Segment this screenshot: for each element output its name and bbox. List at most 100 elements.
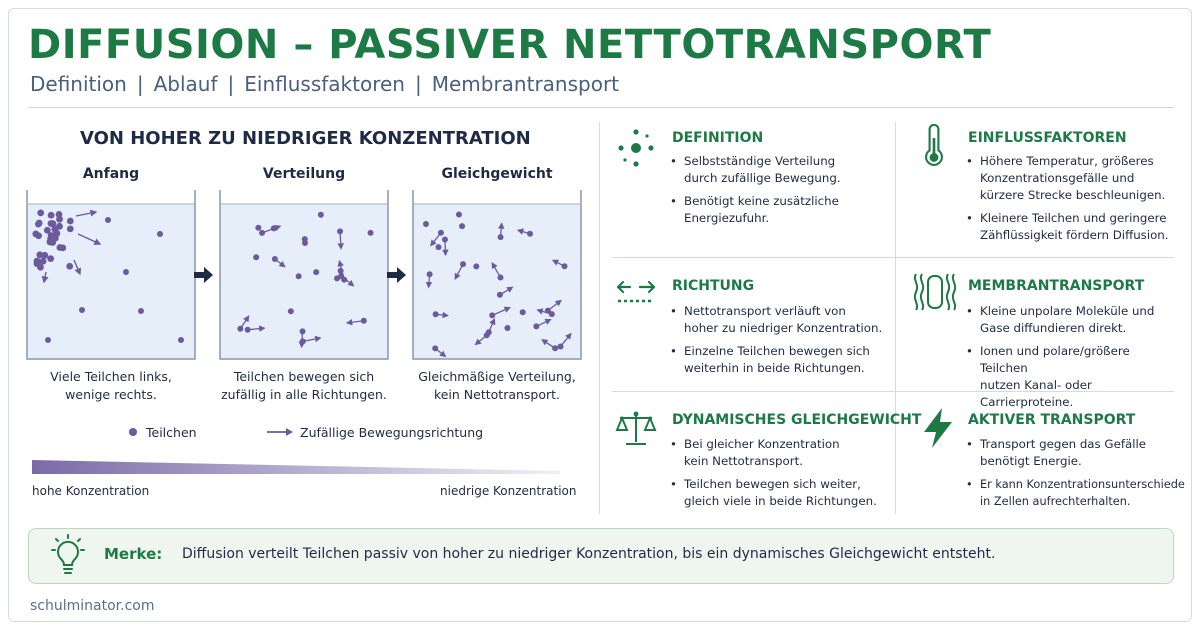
particle [66, 225, 74, 233]
motion-arrow [536, 318, 552, 328]
particle [455, 211, 462, 218]
particle [496, 291, 503, 298]
motion-arrow [302, 335, 322, 343]
card-title-einflussfaktoren: EINFLUSSFAKTOREN [968, 130, 1127, 146]
subtitle-item-einflussfaktoren: Einflussfaktoren [244, 72, 405, 96]
particle [79, 307, 85, 313]
motion-arrow [337, 231, 344, 250]
page-frame [8, 8, 1192, 622]
list-item: Kleinere Teilchen und geringereZähflüssi… [966, 210, 1176, 244]
particle [138, 308, 144, 314]
motion-arrow [536, 308, 553, 315]
particle [299, 328, 306, 335]
motion-arrow [430, 232, 442, 247]
motion-arrow [442, 239, 449, 257]
card-title-gleichgewicht: DYNAMISCHES GLEICHGEWICHT [672, 412, 922, 428]
particle [473, 263, 480, 270]
card-bullets-einflussfaktoren: Höhere Temperatur, größeresKonzentration… [966, 153, 1176, 250]
particle [66, 262, 74, 270]
particle [367, 229, 374, 236]
stage-arrow-icon [194, 267, 213, 283]
motion-arrow [345, 319, 364, 326]
motion-arrow [551, 259, 565, 267]
particle [255, 224, 262, 231]
balance-scale-icon [615, 411, 657, 445]
particle [435, 244, 442, 251]
thermometer-icon [925, 124, 943, 166]
bidirectional-arrow-icon [616, 280, 656, 303]
stage-caption-anfang: Viele Teilchen links,wenige rechts. [50, 369, 172, 402]
particle [459, 223, 466, 230]
motion-arrow [75, 209, 98, 217]
grid-divider [895, 122, 896, 514]
stage-arrow-icon [387, 267, 406, 283]
particle [422, 221, 429, 228]
particle [53, 229, 61, 237]
motion-arrow [516, 228, 531, 235]
subtitle-separator: | [136, 72, 144, 96]
motion-arrow [425, 274, 433, 289]
particle [47, 211, 55, 219]
beaker-verteilung [219, 190, 389, 360]
particle [39, 257, 47, 265]
card-title-membrantransport: MEMBRANTRANSPORT [968, 278, 1145, 294]
gradient-label-high: hohe Konzentration [32, 484, 150, 498]
particle [56, 244, 64, 251]
particle [157, 231, 163, 237]
motion-arrow [434, 347, 447, 358]
legend-particle-icon [129, 428, 137, 436]
motion-arrow [560, 332, 572, 347]
particle [244, 326, 251, 333]
particle [41, 251, 49, 259]
motion-arrow [499, 286, 514, 296]
beaker-gleichgewicht [412, 190, 582, 360]
particle [36, 251, 44, 259]
particle [432, 311, 439, 318]
motion-arrow [497, 222, 505, 238]
subtitle-nav: Definition|Ablauf|Einflussfaktoren|Membr… [30, 72, 619, 96]
subtitle-item-ablauf: Ablauf [153, 72, 218, 96]
particle [123, 269, 129, 275]
motion-arrow [274, 258, 286, 268]
motion-arrow [491, 261, 502, 278]
subtitle-separator: | [227, 72, 235, 96]
particle [32, 230, 40, 238]
grid-divider [612, 391, 1174, 392]
stage-label-anfang: Anfang [82, 166, 140, 182]
motion-arrow [474, 334, 488, 346]
beaker-anfang [26, 190, 196, 360]
page-title: DIFFUSION – PASSIVER NETTOTRANSPORT [28, 22, 992, 68]
stage-label-gleichgewicht: Gleichgewicht [441, 166, 553, 182]
list-item: Einzelne Teilchen bewegen sichweiterhin … [670, 343, 885, 377]
motion-arrow [41, 271, 49, 284]
particle [504, 324, 511, 331]
grid-divider [612, 257, 1174, 258]
motion-arrow [77, 233, 102, 245]
motion-arrow [73, 259, 82, 276]
subtitle-item-membrantransport: Membrantransport [431, 72, 620, 96]
particle [548, 311, 555, 318]
list-item: Ionen und polare/größere Teilchennutzen … [966, 343, 1181, 411]
diagram-heading: VON HOHER ZU NIEDRIGER KONZENTRATION [80, 128, 531, 149]
particle [56, 215, 63, 223]
motion-arrow [239, 315, 250, 330]
concentration-gradient-bar [32, 460, 560, 474]
card-title-definition: DEFINITION [672, 130, 764, 146]
motion-arrow [435, 311, 449, 319]
list-item: Teilchen bewegen sich weiter,gleich viel… [670, 476, 890, 510]
particle [527, 230, 534, 237]
merke-text: Diffusion verteilt Teilchen passiv von h… [182, 546, 996, 562]
particle [337, 267, 344, 274]
motion-arrow [247, 325, 266, 332]
